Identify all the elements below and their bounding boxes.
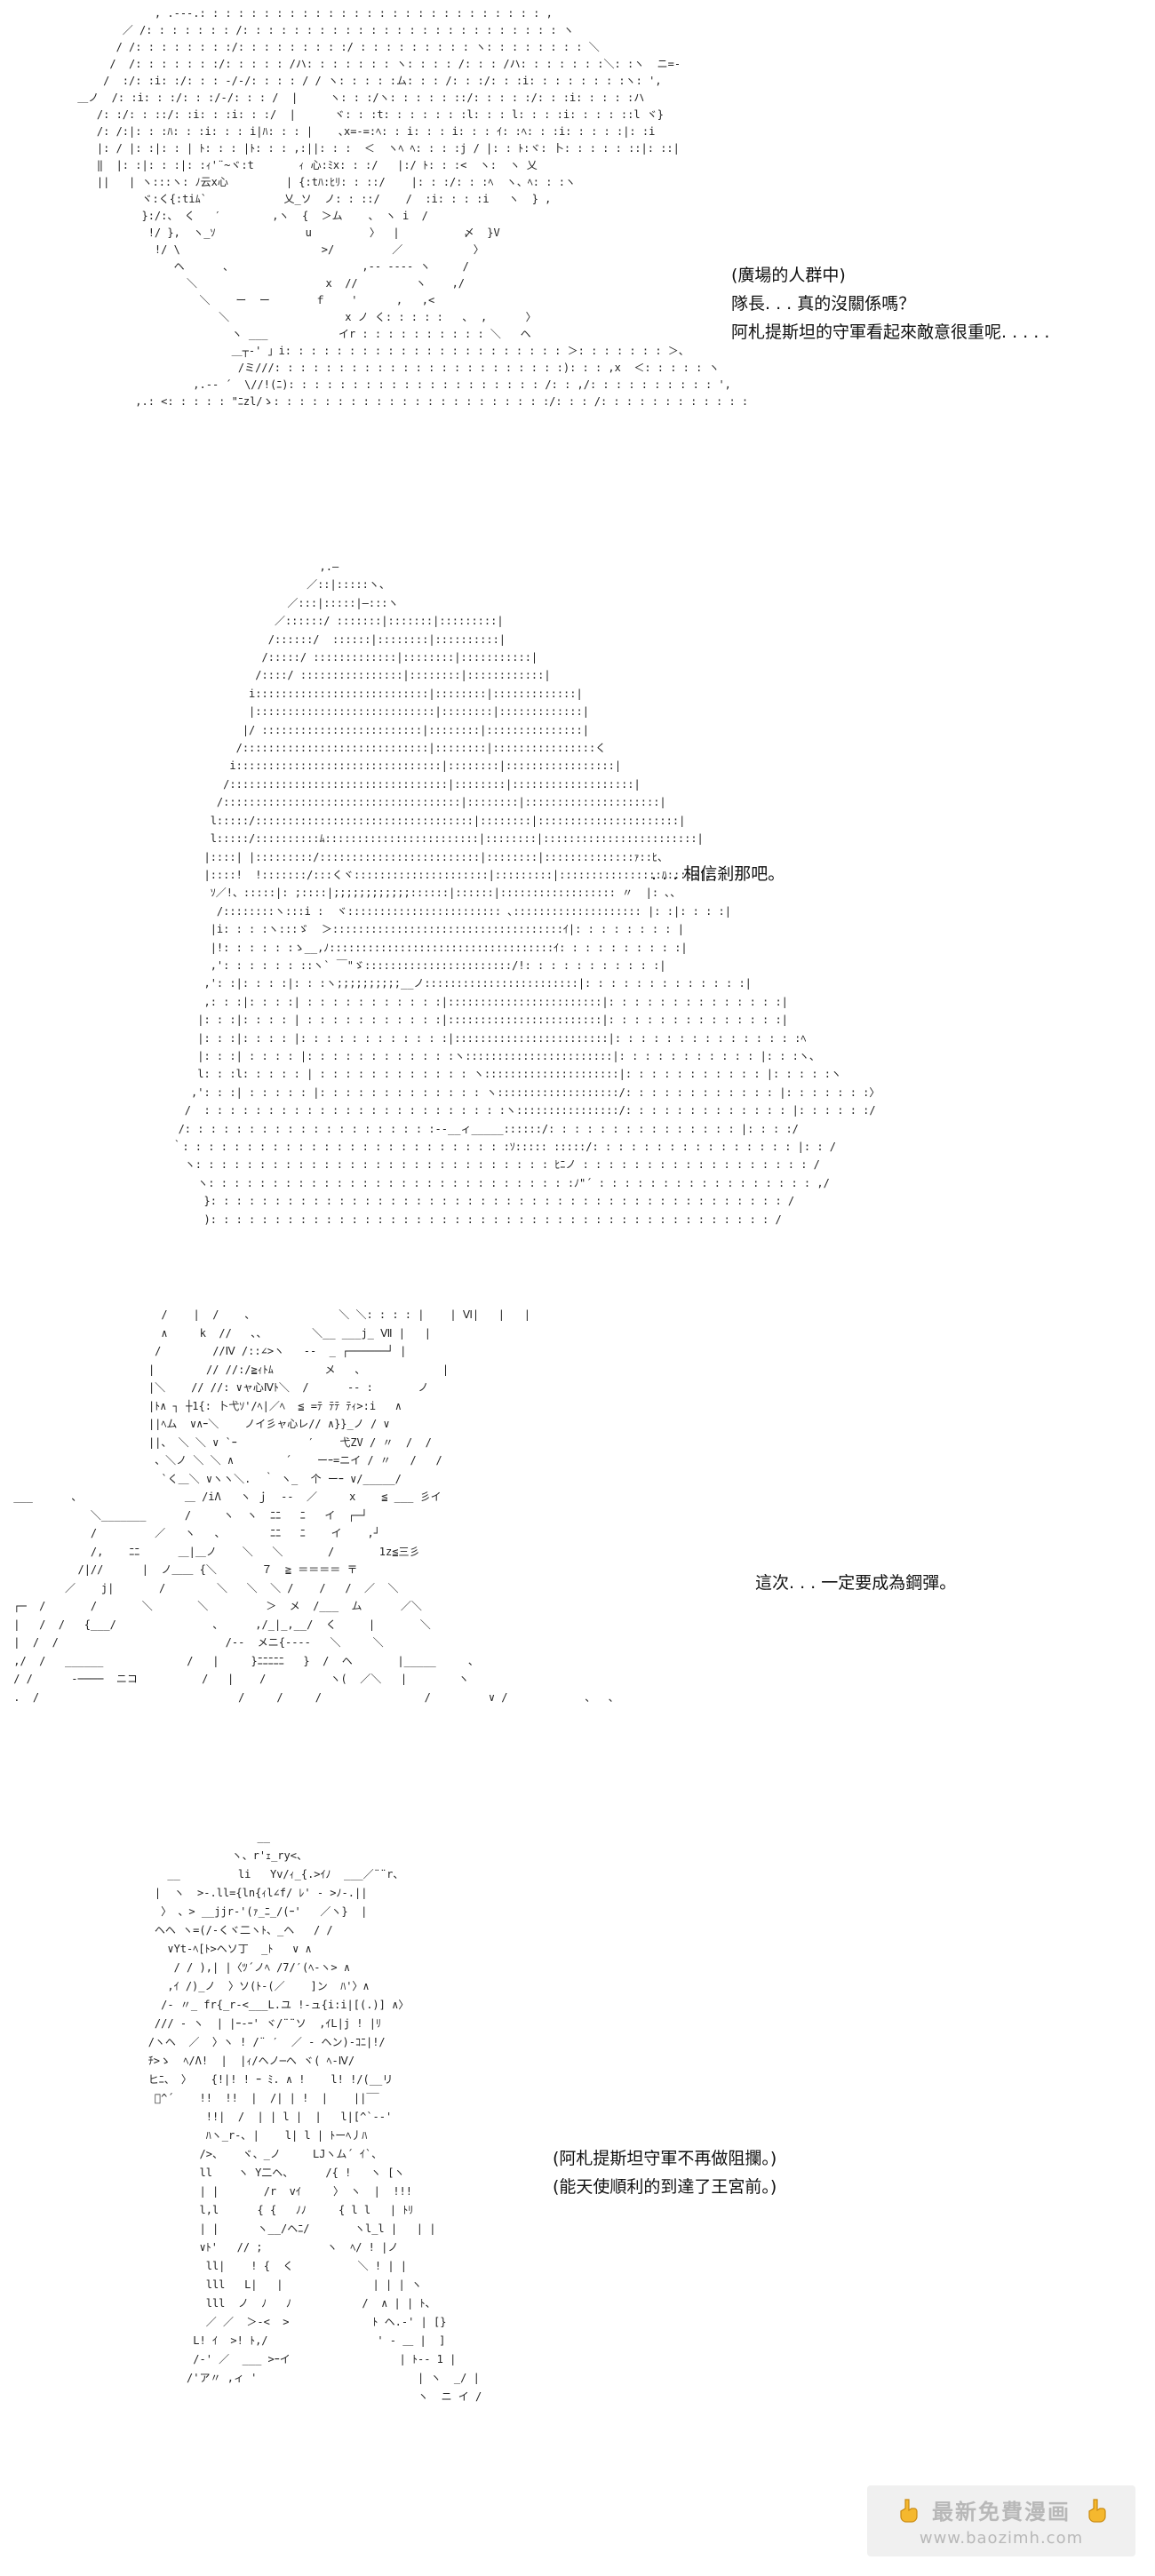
caption-line: . . . 相信剎那吧。 <box>651 864 785 884</box>
caption-line: (廣場的人群中) <box>731 266 846 285</box>
panel-3: / | / 、 ＼ ＼: : : : | | Ⅵ| | | ∧ k // ､、 … <box>0 1288 1155 1812</box>
caption-line: (阿札提斯坦守軍不再做阻攔。) <box>553 2149 777 2168</box>
panel-4: __ ヽ、r'ｪ_ry<、 __ li Yv/ｨ_{.>ｲﾉ ___／¨¨r、 … <box>0 1812 1155 2576</box>
caption-line: 這次. . . 一定要成為鋼彈。 <box>755 1573 957 1593</box>
panel-1: , .-‐-.: : : : : : : : : : : : : : : : :… <box>0 0 1155 533</box>
watermark-url[interactable]: www.baozimh.com <box>919 2529 1084 2548</box>
pointing-hand-icon <box>1088 2498 1106 2523</box>
watermark: 最新免費漫画 www.baozimh.com <box>867 2485 1135 2556</box>
ascii-art-panel-2: ,.— ／::|:::::ヽ、 ／:::|:::::|—:::ヽ ／::::::… <box>171 561 880 1226</box>
caption-line: 隊長. . . 真的沒關係嗎？ <box>731 294 916 314</box>
ascii-art-panel-1: , .-‐-.: : : : : : : : : : : : : : : : :… <box>77 7 749 408</box>
caption-block-2: . . . 相信剎那吧。 <box>651 831 785 917</box>
caption-block-1: (廣場的人群中) 隊長. . . 真的沒關係嗎？ 阿札提斯坦的守軍看起來敵意很重呢.… <box>731 233 1049 375</box>
watermark-title: 最新免費漫画 <box>932 2500 1071 2524</box>
caption-block-4: (阿札提斯坦守軍不再做阻攔。) (能天使順利的到達了王宮前。) <box>553 2116 777 2230</box>
watermark-row: 最新免費漫画 <box>895 2494 1108 2525</box>
ascii-art-panel-4: __ ヽ、r'ｪ_ry<、 __ li Yv/ｨ_{.>ｲﾉ ___／¨¨r、 … <box>147 1831 482 2403</box>
caption-block-3: 這次. . . 一定要成為鋼彈。 <box>755 1540 956 1626</box>
caption-line: 阿札提斯坦的守軍看起來敵意很重呢. . . . . <box>731 322 1050 342</box>
ascii-art-panel-3: / | / 、 ＼ ＼: : : : | | Ⅵ| | | ∧ k // ､、 … <box>13 1308 619 1704</box>
panel-2: ,.— ／::|:::::ヽ、 ／:::|:::::|—:::ヽ ／::::::… <box>0 533 1155 1288</box>
pointing-hand-icon <box>900 2498 918 2523</box>
caption-line: (能天使順利的到達了王宮前。) <box>553 2177 777 2197</box>
